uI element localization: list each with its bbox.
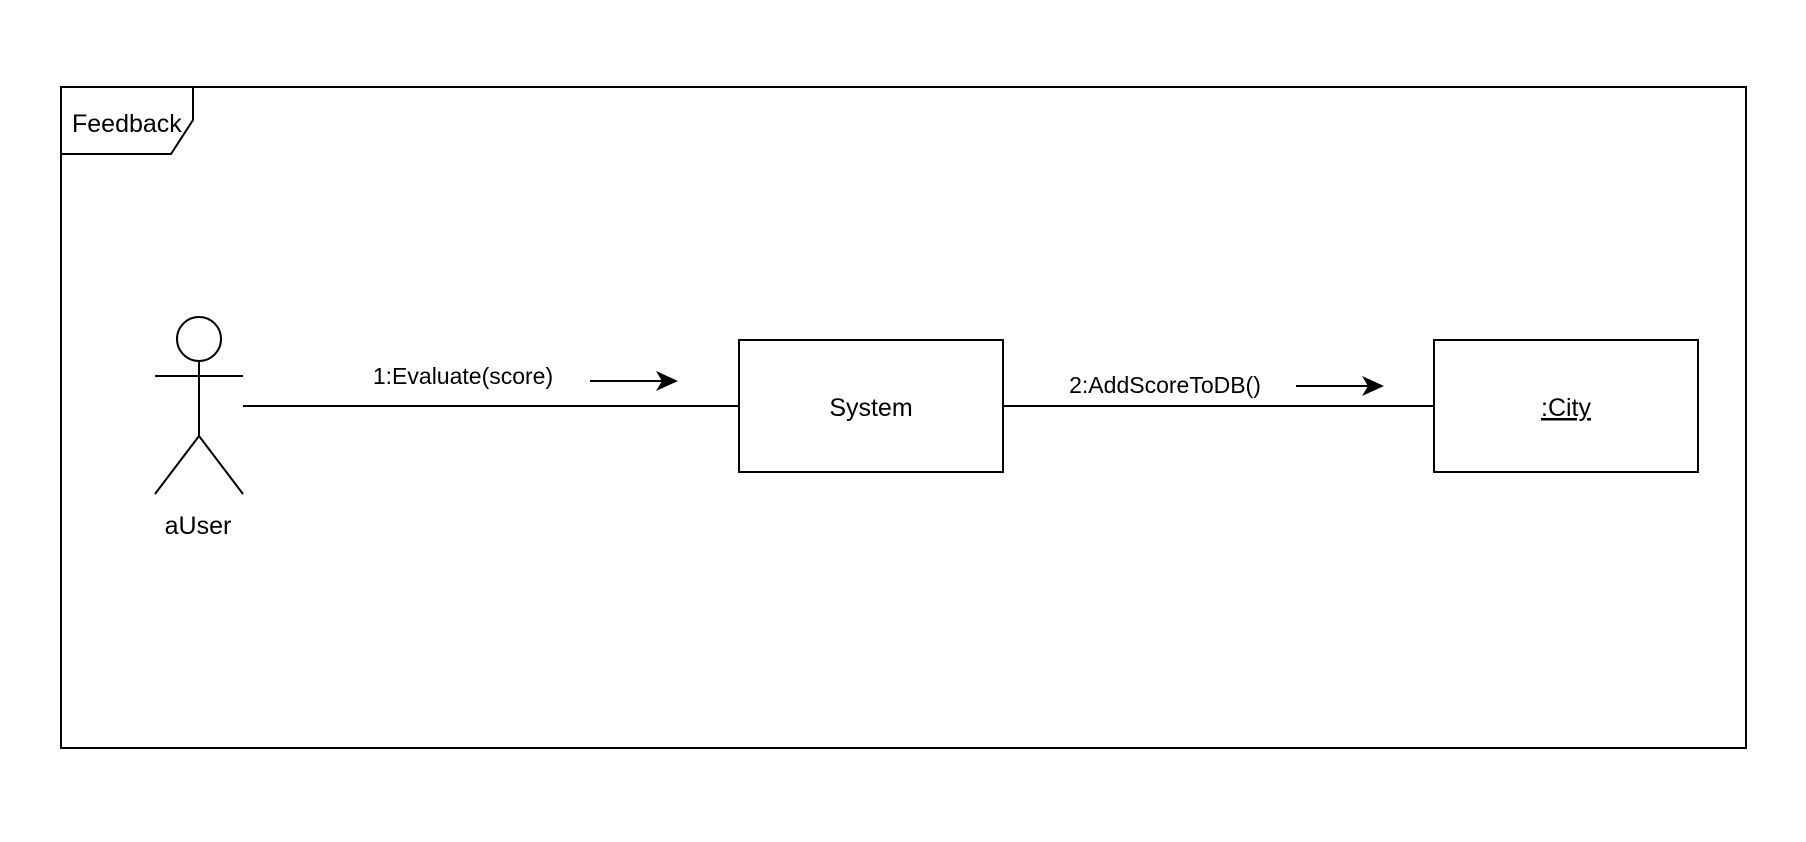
actor-head xyxy=(176,316,222,362)
object-system-label: System xyxy=(829,394,912,422)
object-city[interactable]: :City xyxy=(1433,339,1699,473)
frame-border xyxy=(60,86,1747,749)
message-1: 1:Evaluate(score) xyxy=(373,363,678,391)
object-system-box xyxy=(738,339,1004,473)
message-2-label: 2:AddScoreToDB() xyxy=(1069,372,1261,398)
actor-left-leg xyxy=(154,435,200,495)
actor-auser[interactable]: aUser xyxy=(154,316,244,540)
message-2: 2:AddScoreToDB() xyxy=(1069,372,1384,398)
message-1-arrow-head xyxy=(656,371,678,391)
frame-title-tab xyxy=(60,86,194,155)
object-system[interactable]: System xyxy=(738,339,1004,473)
actor-name: aUser xyxy=(165,512,232,540)
object-city-box xyxy=(1433,339,1699,473)
frame-title: Feedback xyxy=(72,110,182,138)
actor-right-leg xyxy=(198,435,244,495)
message-2-arrow-head xyxy=(1362,376,1384,396)
message-1-label: 1:Evaluate(score) xyxy=(373,363,553,389)
diagram-frame: Feedback xyxy=(60,86,1747,749)
object-city-label: :City xyxy=(1541,394,1592,422)
